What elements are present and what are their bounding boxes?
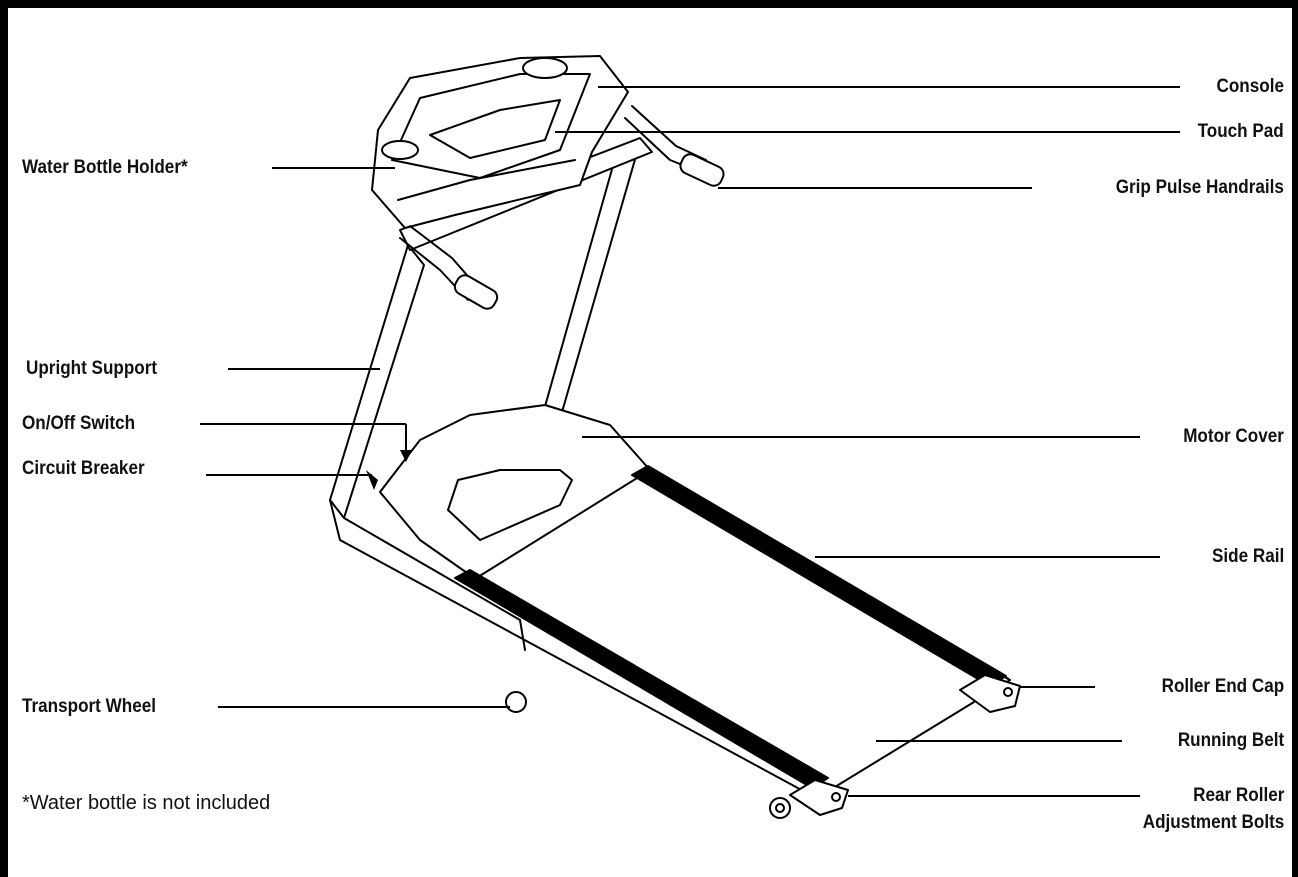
label-on-off-switch: On/Off Switch — [22, 413, 136, 434]
label-rear-roller-line1: Rear Roller — [1192, 785, 1284, 806]
label-grip-pulse-handrails: Grip Pulse Handrails — [1115, 177, 1284, 198]
label-roller-end-cap: Roller End Cap — [1161, 676, 1284, 697]
label-motor-cover: Motor Cover — [1183, 426, 1284, 447]
label-upright-support: Upright Support — [26, 358, 158, 379]
label-rear-roller-line2: Adjustment Bolts — [1142, 812, 1284, 833]
label-transport-wheel: Transport Wheel — [22, 696, 156, 717]
label-running-belt: Running Belt — [1177, 730, 1284, 751]
label-circuit-breaker: Circuit Breaker — [22, 458, 145, 479]
label-console: Console — [1216, 76, 1284, 97]
side-rail-right — [631, 465, 1007, 687]
arrowheads — [366, 450, 412, 490]
label-touch-pad: Touch Pad — [1197, 121, 1284, 142]
label-side-rail: Side Rail — [1211, 546, 1284, 567]
label-water-bottle-holder: Water Bottle Holder* — [22, 157, 188, 178]
leader-lines — [200, 86, 1180, 797]
footnote: *Water bottle is not included — [22, 792, 271, 814]
side-rail-left — [454, 569, 829, 789]
